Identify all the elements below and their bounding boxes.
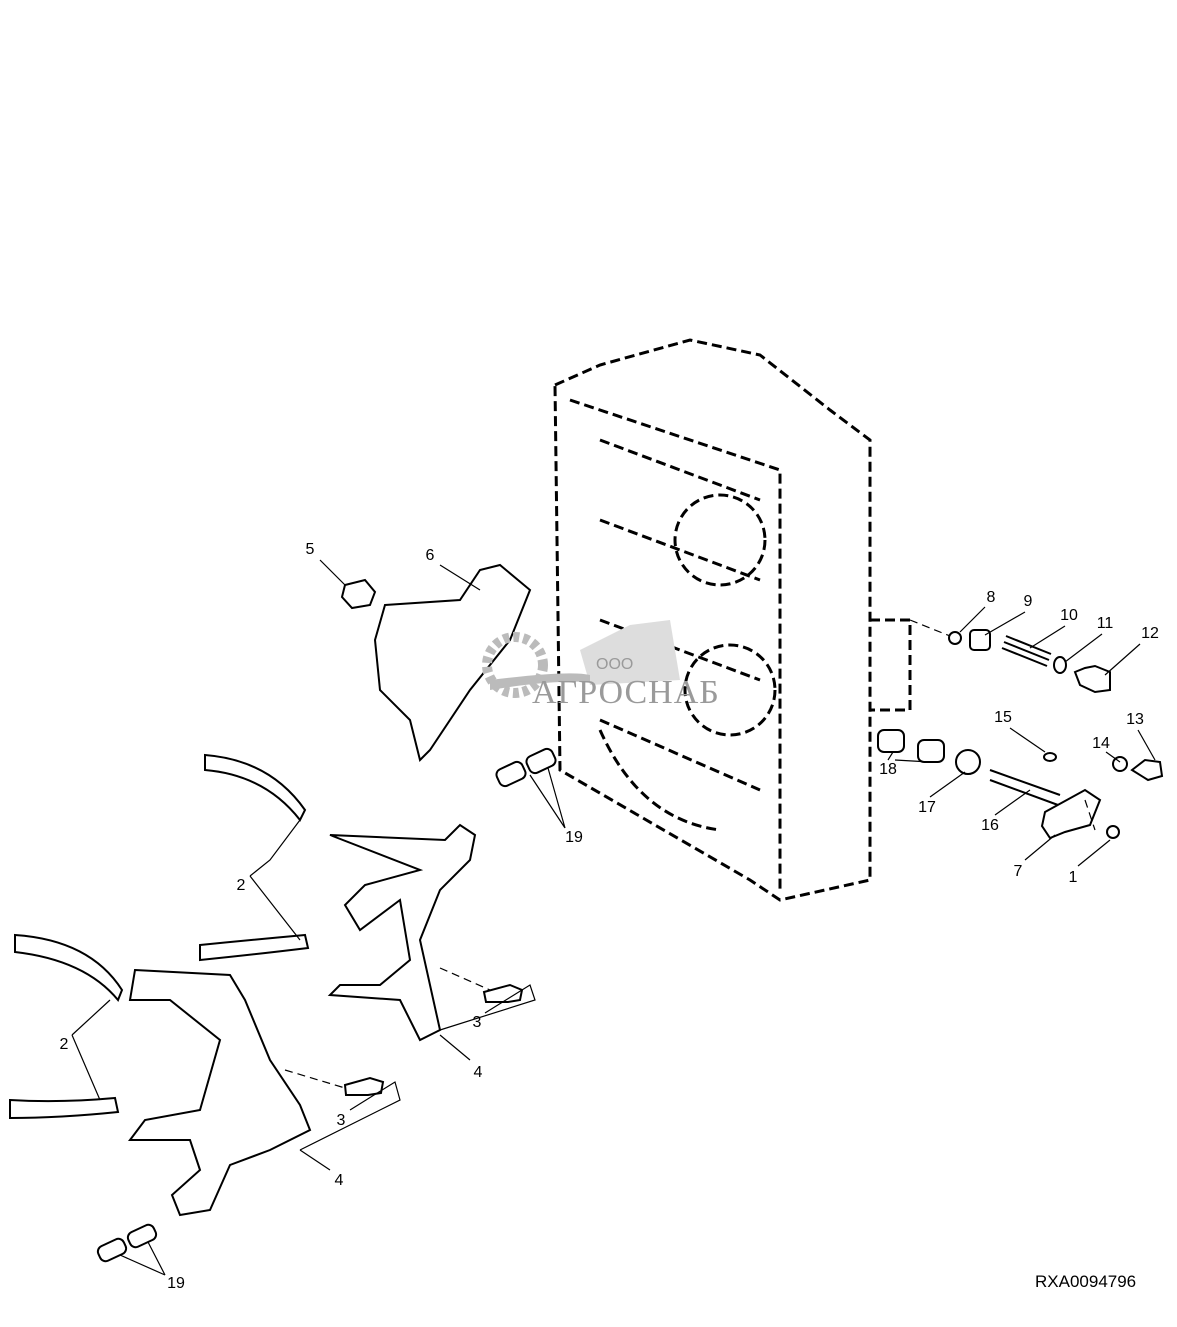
part-19-pin-b: [525, 747, 557, 775]
callout-11: 11: [1096, 615, 1114, 632]
part-12-plug: [1073, 664, 1111, 694]
part-19-pin-d: [126, 1223, 158, 1249]
part-18b: [917, 739, 945, 763]
part-4-lower-fork: [128, 968, 312, 1217]
callout-4-lower: 4: [334, 1172, 344, 1189]
callout-6: 6: [425, 547, 435, 564]
callout-9: 9: [1023, 593, 1033, 610]
part-10-spring: [1001, 635, 1052, 667]
part-17: [955, 749, 981, 775]
part-19-pin-c: [96, 1237, 128, 1263]
part-13-bolt: [1130, 758, 1164, 782]
part-6-cover: [373, 563, 532, 762]
watermark-prefix: ООО: [596, 656, 634, 673]
part-15: [1043, 752, 1057, 762]
callout-3-upper: 3: [472, 1014, 482, 1031]
callout-15: 15: [994, 709, 1012, 726]
part-2-shoe-upper: [199, 753, 310, 962]
callout-4-upper: 4: [473, 1064, 483, 1081]
callout-2-upper: 2: [236, 877, 246, 894]
callout-13: 13: [1126, 711, 1144, 728]
callout-12: 12: [1141, 625, 1159, 642]
callout-18: 18: [879, 761, 897, 778]
part-11-ring: [1053, 656, 1067, 674]
callout-17: 17: [918, 799, 936, 816]
part-3-bolt-lower: [343, 1076, 385, 1096]
part-19-pin-a: [495, 760, 527, 788]
part-9: [969, 629, 991, 651]
part-5-nut: [340, 578, 377, 610]
callout-2-lower: 2: [59, 1036, 69, 1053]
part-16-shaft: [989, 769, 1061, 806]
part-2-shoe-lower: [9, 933, 124, 1120]
callout-5: 5: [305, 541, 315, 558]
part-1-nut: [1106, 825, 1120, 839]
callout-14: 14: [1092, 735, 1110, 752]
callout-8: 8: [986, 589, 996, 606]
part-8-ball: [948, 631, 962, 645]
watermark-company-name: АГРОСНАБ: [532, 674, 720, 711]
callout-7: 7: [1013, 863, 1023, 880]
leader-lines: [71, 559, 1156, 1276]
part-4-upper-fork: [327, 823, 477, 1042]
callout-19-upper: 19: [565, 829, 583, 846]
transmission-housing: [553, 338, 912, 902]
part-18a: [877, 729, 905, 753]
callout-3-lower: 3: [336, 1112, 346, 1129]
watermark-combine-icon: [482, 620, 680, 698]
part-7-lever: [1040, 788, 1102, 840]
watermark-logo: ООО АГРОСНАБ: [470, 590, 720, 720]
callout-19-lower: 19: [167, 1275, 185, 1292]
callout-1: 1: [1068, 869, 1078, 886]
reference-code: RXA0094796: [1035, 1272, 1137, 1291]
callout-16: 16: [981, 817, 999, 834]
part-14-washer: [1112, 756, 1128, 772]
callout-10: 10: [1060, 607, 1078, 624]
part-3-bolt-upper: [482, 983, 524, 1003]
